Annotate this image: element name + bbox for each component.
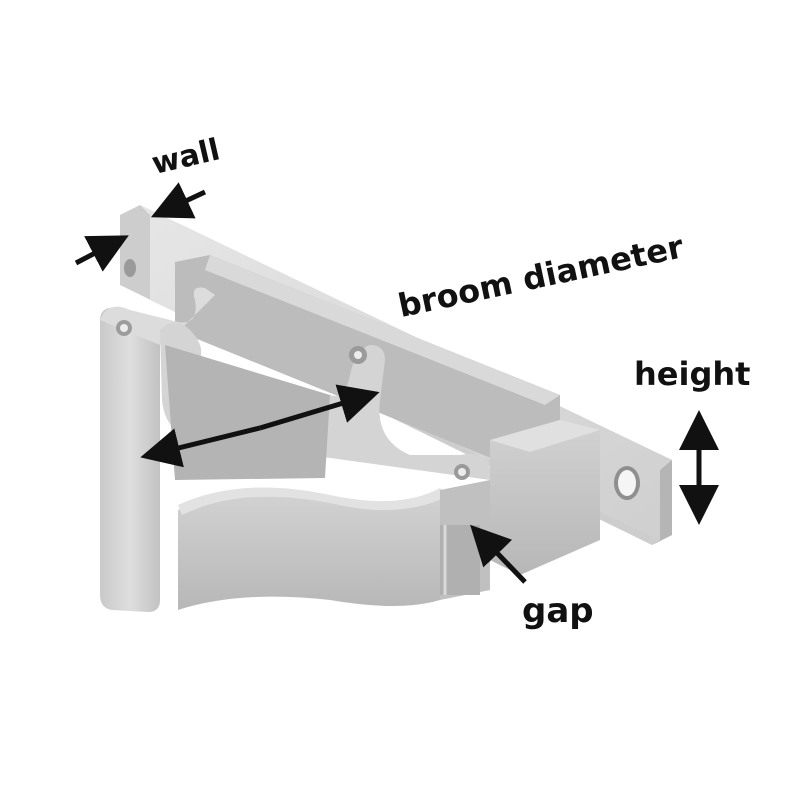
- broom-diameter-arrow-a: [140, 425, 261, 468]
- broom-diameter-arrow-b: [259, 384, 380, 431]
- wall-arrow-right: [150, 182, 207, 219]
- gap-label: gap: [522, 591, 594, 631]
- clip-front-band: [178, 480, 490, 610]
- gap-arrow: [470, 524, 527, 584]
- clip-middle-arm: [160, 322, 490, 480]
- screw-hole-left: [124, 259, 136, 277]
- clip-left-arm: [100, 287, 215, 612]
- wall-arrow-left: [74, 235, 129, 272]
- dimension-arrows: [74, 182, 719, 584]
- height-label: height: [634, 355, 751, 393]
- bracket-right-block: [490, 420, 600, 575]
